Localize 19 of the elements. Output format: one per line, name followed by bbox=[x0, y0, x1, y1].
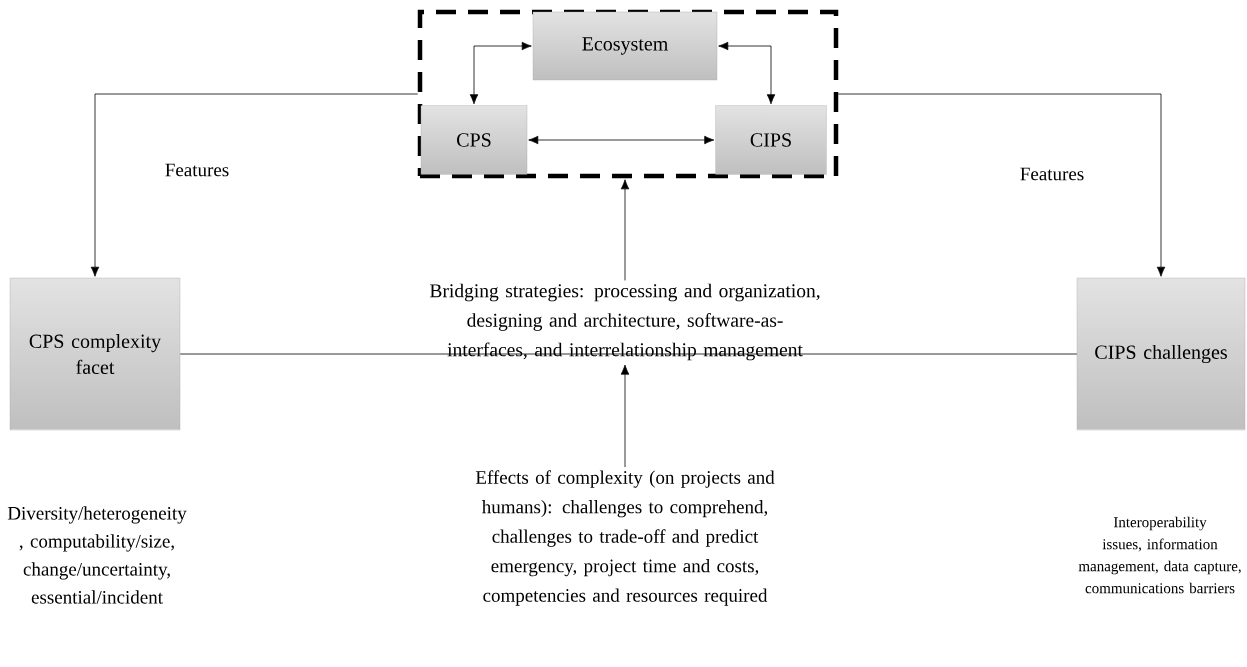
note-text: Interoperability issues, information management, data capture, communications barriers bbox=[1078, 516, 1241, 594]
process-box: CIPS bbox=[715, 105, 827, 175]
arrow bbox=[469, 41, 532, 105]
arrow bbox=[528, 135, 715, 145]
arrow bbox=[90, 93, 419, 277]
arrow bbox=[620, 364, 630, 468]
arrow bbox=[837, 93, 1166, 277]
process-box: Ecosystem bbox=[532, 11, 718, 81]
arrow bbox=[718, 41, 776, 105]
edge-label: Features bbox=[165, 163, 229, 177]
process-box: CPS complexity facet bbox=[9, 277, 181, 431]
arrow bbox=[620, 179, 630, 281]
note-text: Diversity/heterogeneity , computability/size, change/uncertainty, essential/incident bbox=[7, 506, 187, 604]
text-block: Bridging strategies: processing and organization, designing and architecture, software-as-interfaces, and interrelationship management bbox=[409, 280, 841, 364]
process-box: CPS bbox=[420, 105, 528, 175]
text-block: Effects of complexity (on projects and humans): challenges to comprehend, challenges to trade-off and predict emergency, project time and costs, competencies and resources required bbox=[444, 467, 806, 609]
edge-label: Features bbox=[1020, 167, 1084, 181]
process-box: CIPS challenges bbox=[1076, 277, 1246, 431]
dashed-frame bbox=[417, 9, 839, 179]
